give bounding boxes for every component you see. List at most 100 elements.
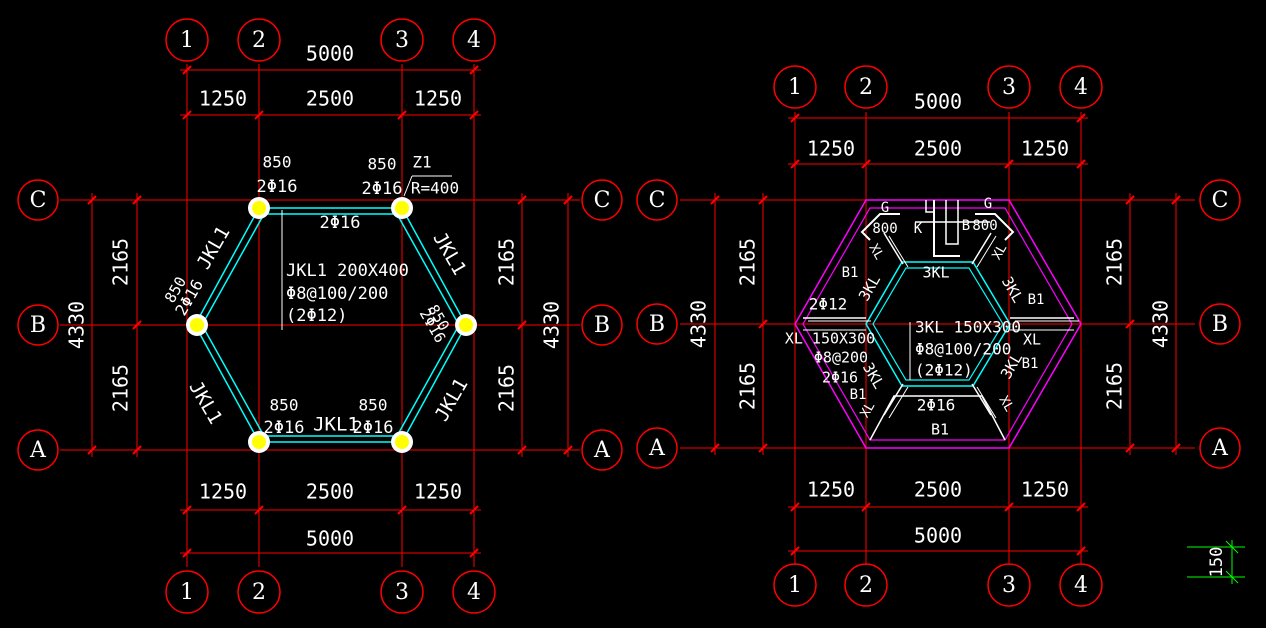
right-label-3kl-bar: (2Φ12) [915,361,973,380]
right-dim-right-seg1: 2165 [1103,238,1127,286]
right-axis-bottom-4-label: 4 [1074,573,1088,598]
right-spoke-a-5 [971,383,992,416]
left-z1-label: Z1 [412,153,431,172]
right-dim-top-seg3: 1250 [1021,137,1069,161]
right-axis-rightside-1-label: B [1212,312,1228,337]
left-axis-rightside-2-label: A [593,438,611,463]
dim-tick [790,546,800,556]
dim-tick [758,443,768,453]
right-axis-top-2-circle [844,65,888,109]
left-col-size-1: 850 [263,153,292,172]
right-label-3kl-stirrup: Φ8@100/200 [915,340,1011,359]
right-label-xl-stirrup: Φ8@200 [814,349,868,367]
dim-tick [132,445,142,455]
left-dim-top-seg3: 1250 [414,87,462,111]
right-slab-outline-outer [794,199,1082,449]
right-axis-top-3-circle [987,65,1031,109]
left-axis-bottom-3-label: 3 [395,580,409,605]
left-axis-top-1-label: 1 [180,28,194,53]
left-col-size-4: 850 [359,396,388,415]
left-dim-right-seg2: 2165 [495,364,519,412]
left-axis-leftside-2-circle [17,429,59,471]
scale-text: 150 [1207,547,1227,578]
right-axis-bottom-4-circle [1059,563,1103,607]
dim-tick [254,110,264,120]
right-dim-bot-total-text: 5000 [914,524,962,548]
left-z1-radius: R=400 [411,179,459,198]
right-axis-bottom-1-label: 1 [788,573,802,598]
right-axis-rightside-2-circle [1199,427,1241,469]
right-label-bottom-b1: B1 [931,421,949,439]
right-label-xl-lr: XL [996,393,1017,414]
right-dim-bot-seg1: 1250 [807,478,855,502]
left-axis-rightside-1-circle [581,304,623,346]
left-axis-bottom-1-circle [165,570,209,614]
right-axis-top-1-circle [773,65,817,109]
left-col-rebar-3: 2Φ16 [264,418,305,438]
left-dim-left-total-text: 4330 [65,301,89,349]
right-axis-leftside-2-circle [636,427,678,469]
right-axis-rightside-0-circle [1199,179,1241,221]
dim-tick [790,113,800,123]
left-beam-spec: JKL1 200X400 [286,261,409,281]
right-label-3kl-spec: 3KL 150X300 [915,318,1021,337]
left-top-beam-rebar: 2Φ16 [320,213,361,233]
right-dim-top-seg1: 1250 [807,137,855,161]
right-label-g-right: G [984,196,992,212]
left-axis-bottom-4-label: 4 [467,580,481,605]
right-axis-bottom-3-label: 3 [1002,573,1016,598]
dim-tick [182,110,192,120]
left-column-core-1 [252,201,266,215]
left-axis-rightside-0-circle [581,179,623,221]
left-axis-top-4-circle [452,18,496,62]
right-dim-top-total-text: 5000 [914,90,962,114]
right-label-800-right: 800 [972,218,997,234]
dim-tick [710,443,720,453]
right-spoke-b-5 [976,386,997,419]
left-column-core-2 [395,201,409,215]
right-axis-leftside-0-label: C [649,188,666,213]
right-axis-leftside-0-circle [636,179,678,221]
right-label-3kl-ur: 3KL [998,274,1027,306]
scale-tick-top [1225,540,1239,554]
dim-tick [132,320,142,330]
left-axis-bottom-4-circle [452,570,496,614]
left-axis-top-2-label: 2 [252,28,266,53]
dim-tick [469,505,479,515]
left-axis-rightside-1-label: B [594,313,610,338]
dim-tick [758,195,768,205]
dim-tick [563,195,573,205]
left-axis-rightside-0-label: C [594,188,611,213]
dim-tick [469,548,479,558]
left-column-core-6 [190,318,204,332]
right-label-xl-ll: XL [858,399,879,420]
dim-tick [397,110,407,120]
left-beam-stirrup: Φ8@100/200 [286,284,388,304]
left-axis-bottom-2-label: 2 [252,580,266,605]
left-axis-top-2-circle [237,18,281,62]
right-label-xl-bar: 2Φ16 [822,369,858,387]
dim-tick [1076,159,1086,169]
left-axis-bottom-1-label: 1 [180,580,194,605]
left-axis-bottom-3-circle [380,570,424,614]
left-beam-bar: (2Φ12) [286,306,347,326]
left-axis-top-1-circle [165,18,209,62]
dim-tick [517,320,527,330]
right-top-detail-tick [925,200,934,213]
right-axis-leftside-1-label: B [649,312,665,337]
right-label-b1-c: B1 [1022,356,1039,372]
left-axis-leftside-1-label: B [30,313,46,338]
left-axis-leftside-2-label: A [29,438,47,463]
scale-tick-bottom [1225,570,1239,584]
right-label-k: K [914,221,923,237]
right-axis-rightside-1-circle [1199,303,1241,345]
dim-tick [1125,443,1135,453]
right-dim-left-seg1: 2165 [736,238,760,286]
left-column-core-4 [395,435,409,449]
dim-tick [1076,502,1086,512]
dim-tick [1171,195,1181,205]
right-bracket-left [860,213,900,241]
left-dim-top-seg2: 2500 [306,87,354,111]
left-dim-right-seg1: 2165 [495,238,519,286]
dim-tick [1004,159,1014,169]
